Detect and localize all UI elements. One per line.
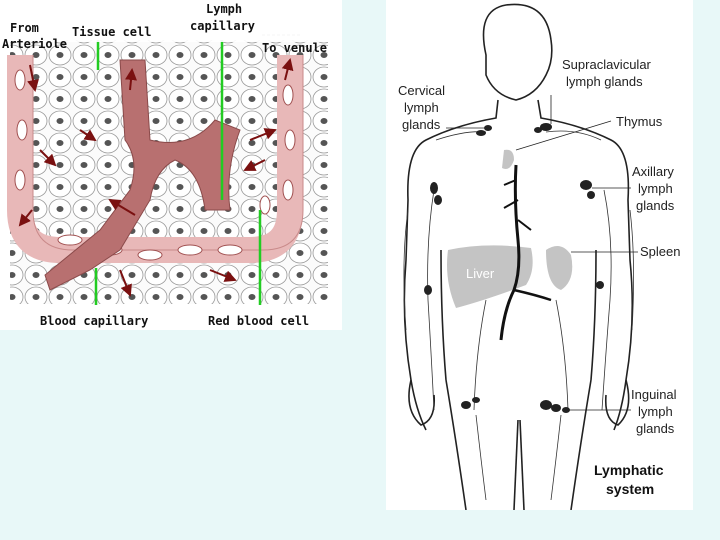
label-pointers bbox=[446, 95, 638, 411]
label-from: From bbox=[10, 21, 39, 35]
label-cervical: Cervical bbox=[398, 83, 445, 98]
body-outline bbox=[403, 3, 634, 510]
body-diagram-svg: Supraclavicular lymph glands Cervical ly… bbox=[398, 3, 680, 510]
label-thymus: Thymus bbox=[616, 114, 663, 129]
tissue-diagram: From Arteriole Tissue cell Lymph capilla… bbox=[0, 0, 342, 330]
label-supraclavicular: Supraclavicular bbox=[562, 57, 652, 72]
title-lymphatic: Lymphatic bbox=[594, 462, 664, 478]
pointer-lines bbox=[94, 40, 262, 312]
label-capillary: capillary bbox=[190, 19, 255, 33]
label-axillary-3: glands bbox=[636, 198, 675, 213]
label-liver: Liver bbox=[466, 266, 495, 281]
spleen-shape bbox=[546, 246, 573, 290]
label-inguinal-3: glands bbox=[636, 421, 675, 436]
label-cervical-2: lymph bbox=[404, 100, 439, 115]
label-inguinal: Inguinal bbox=[631, 387, 677, 402]
lymph-capillary-vessel bbox=[44, 59, 241, 291]
label-supraclavicular-2: lymph glands bbox=[566, 74, 643, 89]
lymph-nodes bbox=[424, 123, 604, 413]
label-spleen: Spleen bbox=[640, 244, 680, 259]
label-arteriole: Arteriole bbox=[2, 37, 67, 51]
label-lymph: Lymph bbox=[206, 2, 242, 16]
tissue-diagram-svg: From Arteriole Tissue cell Lymph capilla… bbox=[0, 0, 342, 330]
label-axillary: Axillary bbox=[632, 164, 674, 179]
title-system: system bbox=[606, 481, 654, 497]
lymph-vessels bbox=[403, 130, 634, 501]
label-red-blood-cell: Red blood cell bbox=[208, 314, 309, 328]
label-axillary-2: lymph bbox=[638, 181, 673, 196]
flow-arrows bbox=[18, 58, 294, 297]
label-inguinal-2: lymph bbox=[638, 404, 673, 419]
body-diagram: Supraclavicular lymph glands Cervical ly… bbox=[386, 0, 693, 510]
liver-shape bbox=[447, 245, 533, 308]
vessel-wall bbox=[32, 55, 304, 251]
label-to-venule: To venule bbox=[262, 41, 327, 55]
label-cervical-3: glands bbox=[402, 117, 441, 132]
thoracic-duct bbox=[499, 164, 521, 341]
label-blood-capillary: Blood capillary bbox=[40, 314, 148, 328]
label-tissue-cell: Tissue cell bbox=[72, 25, 151, 39]
thymus-shape bbox=[502, 149, 514, 169]
